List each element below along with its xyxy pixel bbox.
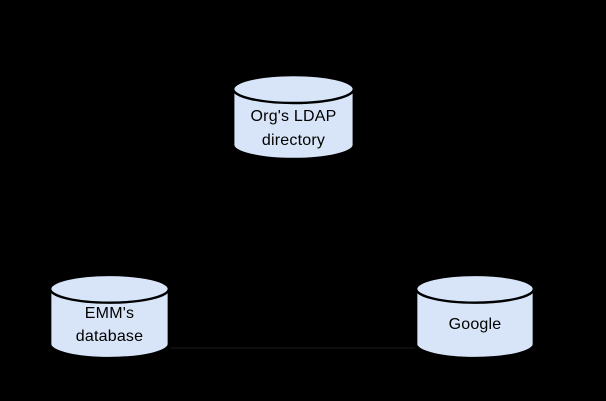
node-label: Org's LDAP directory bbox=[232, 105, 355, 153]
node-label-line: EMM's bbox=[84, 305, 135, 322]
node-label-line: Google bbox=[448, 316, 502, 333]
database-cylinder-icon bbox=[49, 273, 170, 360]
node-label: EMM's database bbox=[49, 302, 170, 348]
node-google: Google bbox=[415, 273, 535, 360]
database-cylinder-icon bbox=[232, 73, 355, 161]
node-label-line: Org's LDAP bbox=[250, 108, 337, 125]
node-label: Google bbox=[415, 313, 535, 337]
database-cylinder-icon bbox=[415, 273, 535, 360]
node-orgs-ldap-directory: Org's LDAP directory bbox=[232, 73, 355, 161]
node-label-line: database bbox=[75, 328, 144, 345]
emm-to-google-connector-line bbox=[170, 347, 415, 349]
node-label-line: directory bbox=[261, 132, 326, 149]
node-emms-database: EMM's database bbox=[49, 273, 170, 360]
